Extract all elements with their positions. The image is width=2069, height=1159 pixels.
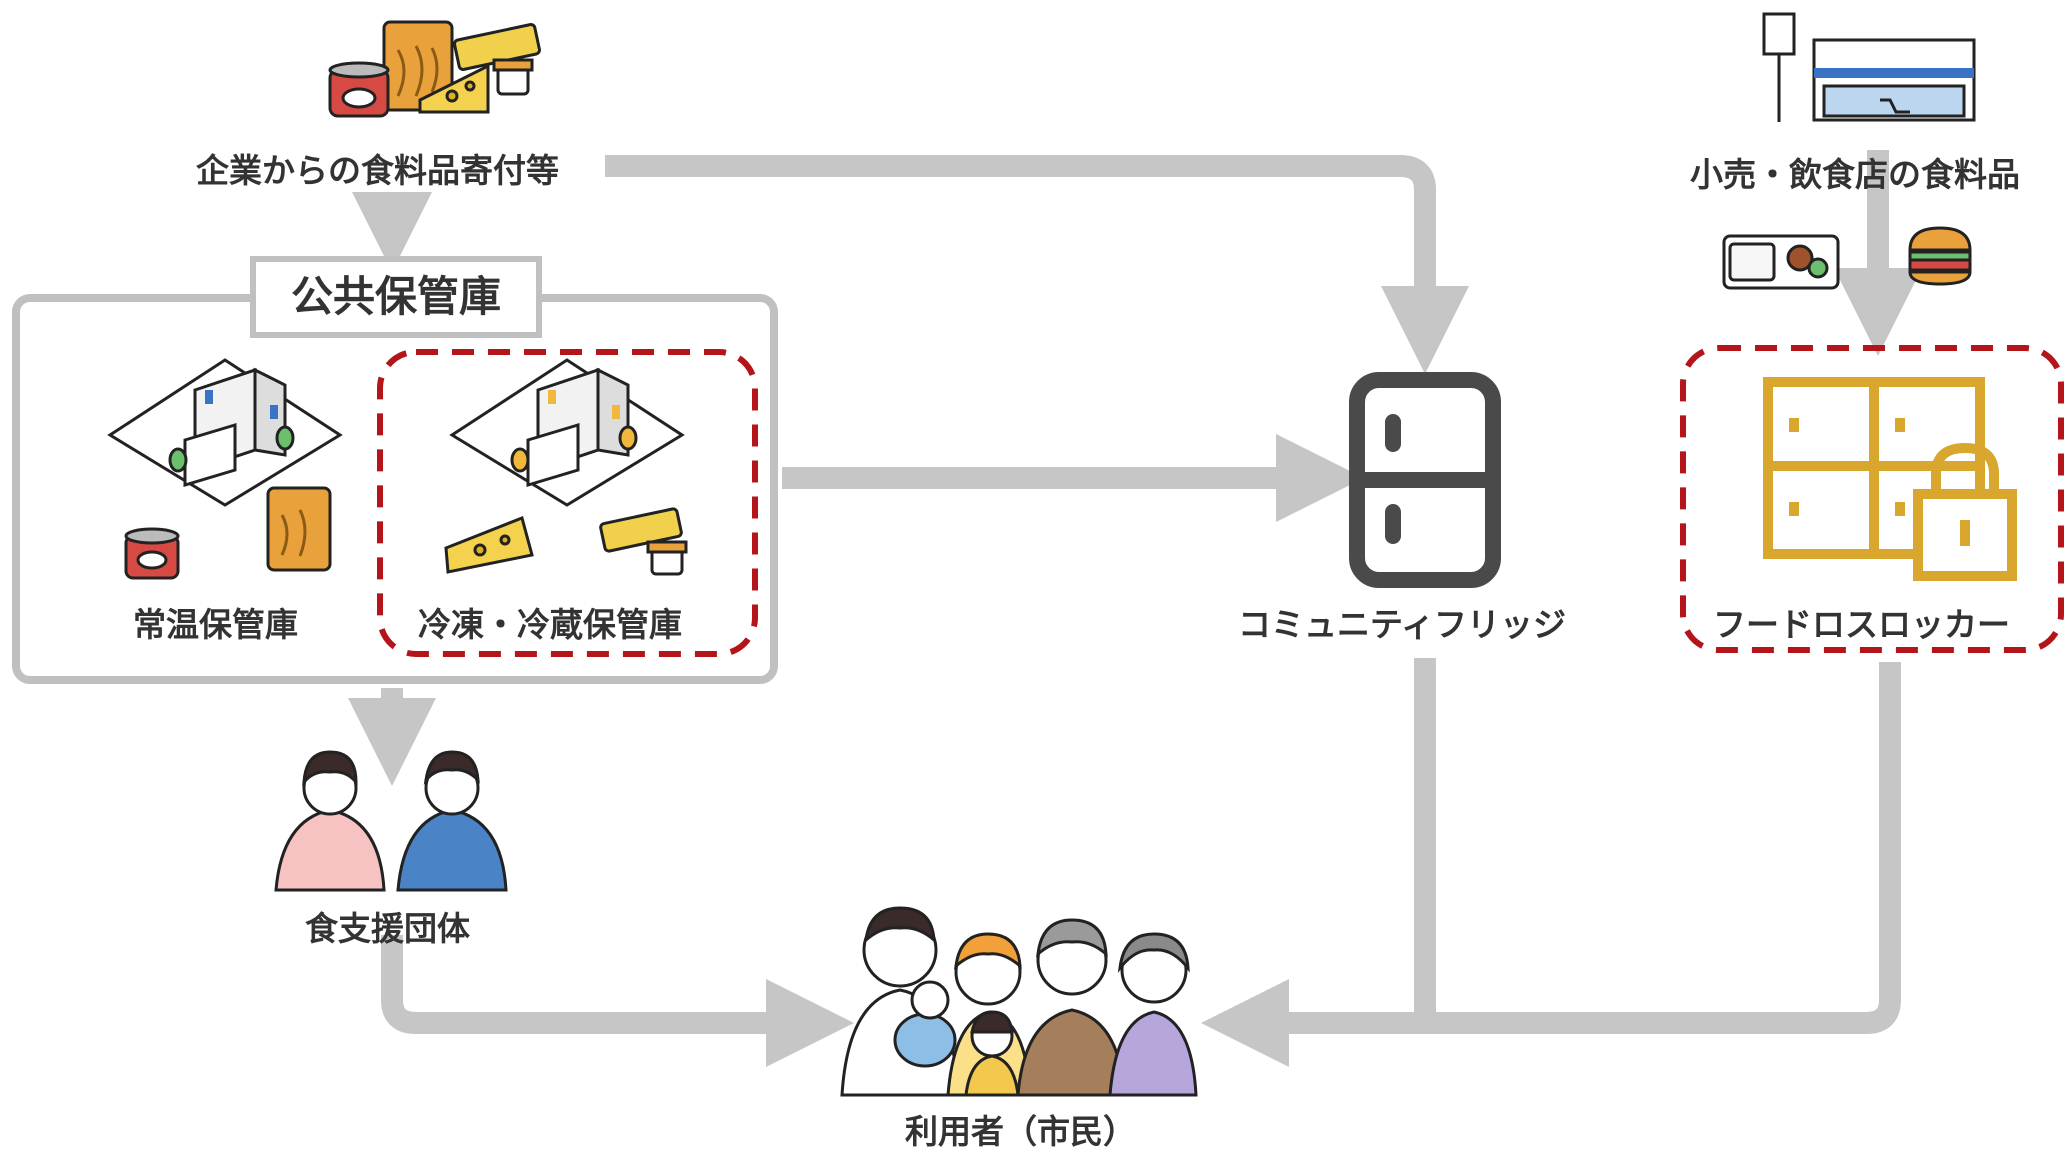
ambient-storage-icon (107, 358, 343, 580)
users-label: 利用者（市民） (905, 1112, 1136, 1151)
frozen-storage-label: 冷凍・冷蔵保管庫 (418, 605, 682, 644)
bento-burger-icon (1722, 226, 1972, 290)
public-storage-title: 公共保管庫 (250, 256, 542, 338)
support-org-label: 食支援団体 (305, 909, 470, 948)
donation-label: 企業からの食料品寄付等 (190, 144, 565, 192)
users-family-icon (840, 906, 1198, 1097)
flow-arrows (348, 150, 1922, 1067)
community-fridge-label: コミュニティフリッジ (1238, 605, 1567, 644)
retail-store-icon (1762, 12, 1976, 122)
arrow-donation-to-fridge (605, 155, 1469, 374)
food-loss-locker-icon (1763, 377, 2017, 581)
ambient-storage-label: 常温保管庫 (133, 605, 298, 644)
locker-dashed-box (1680, 345, 2064, 653)
frozen-storage-dashed-box (377, 349, 758, 657)
donated-food-icon (328, 20, 541, 118)
arrow-support-to-users (381, 935, 854, 1067)
frozen-storage-icon (444, 358, 688, 576)
locker-label: フードロスロッカー (1713, 605, 2010, 644)
community-fridge-icon (1349, 372, 1501, 588)
retail-label: 小売・飲食店の食料品 (1690, 155, 2020, 194)
arrow-locker-to-users (1201, 662, 1901, 1067)
support-staff-icon (274, 750, 508, 892)
